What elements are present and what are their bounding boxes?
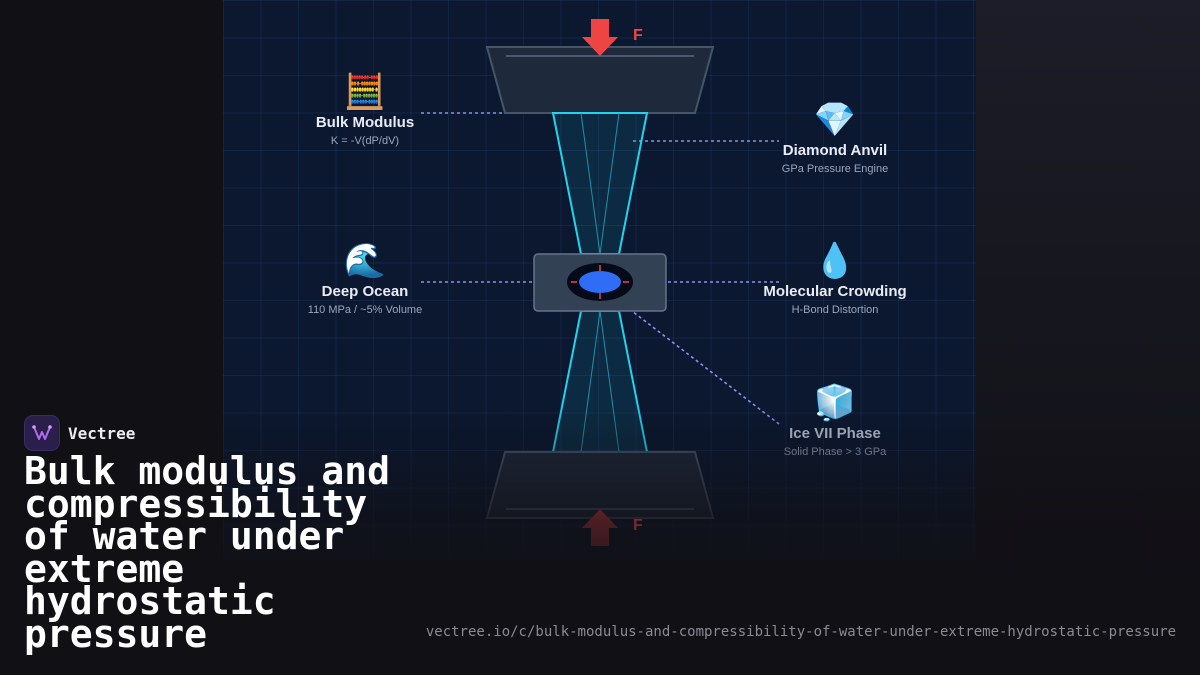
node-molecular-crowding: 💧 Molecular Crowding H-Bond Distortion: [750, 241, 920, 316]
node-title: Bulk Modulus: [315, 114, 415, 131]
force-arrow-down-icon: [582, 19, 618, 56]
force-label-top: F: [633, 27, 643, 44]
abacus-icon: 🧮: [343, 73, 387, 111]
node-title: Ice VII Phase: [789, 425, 881, 442]
node-subtitle: K = -V(dP/dV): [330, 135, 400, 147]
node-ice-vii-phase: 🧊 Ice VII Phase Solid Phase > 3 GPa: [750, 383, 920, 458]
droplet-icon: 💧: [813, 242, 857, 280]
source-url[interactable]: vectree.io/c/bulk-modulus-and-compressib…: [425, 624, 1176, 640]
node-deep-ocean: 🌊 Deep Ocean 110 MPa / ~5% Volume: [280, 241, 450, 316]
brand: Vectree: [24, 415, 135, 451]
node-subtitle: Solid Phase > 3 GPa: [783, 446, 887, 458]
water-sample: [579, 271, 621, 293]
brand-name: Vectree: [68, 423, 136, 443]
force-label-bottom: F: [633, 517, 643, 534]
ice-cube-icon: 🧊: [813, 384, 857, 422]
node-diamond-anvil: 💎 Diamond Anvil GPa Pressure Engine: [750, 100, 920, 175]
top-piston-plate: [485, 46, 715, 114]
bottom-fade-overlay: [0, 400, 1200, 675]
vectree-logo-icon: [24, 415, 60, 451]
node-subtitle: GPa Pressure Engine: [781, 163, 889, 175]
gem-icon: 💎: [813, 101, 857, 139]
node-title: Molecular Crowding: [763, 283, 907, 300]
node-bulk-modulus: 🧮 Bulk Modulus K = -V(dP/dV): [280, 72, 450, 147]
node-title: Diamond Anvil: [782, 142, 888, 159]
wave-icon: 🌊: [343, 242, 387, 280]
page-title: Bulk modulus and compressibility of wate…: [24, 449, 391, 656]
node-subtitle: H-Bond Distortion: [791, 304, 879, 316]
node-subtitle: 110 MPa / ~5% Volume: [307, 304, 423, 316]
connector-ice-vii: [614, 297, 780, 425]
upper-diamond: [551, 112, 649, 255]
node-title: Deep Ocean: [321, 283, 409, 300]
